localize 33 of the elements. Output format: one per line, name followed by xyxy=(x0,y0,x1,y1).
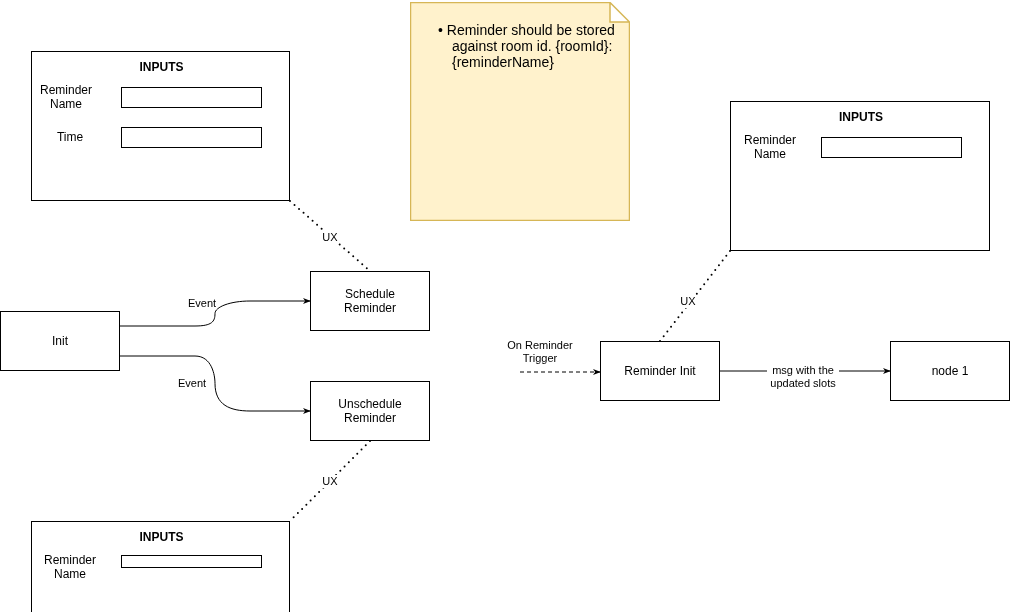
input-panel xyxy=(31,51,290,201)
arrow xyxy=(119,355,311,415)
process-box xyxy=(310,271,430,331)
edge-label: UX xyxy=(322,474,338,488)
panel-heading: INPUTS xyxy=(138,530,185,544)
input-panel xyxy=(730,101,990,251)
panel-heading: INPUTS xyxy=(138,60,185,74)
box-label: Reminder Init xyxy=(624,364,696,378)
field-label: Time xyxy=(55,130,85,144)
box-label: node 1 xyxy=(931,364,969,378)
process-box xyxy=(0,311,120,371)
arrow xyxy=(119,297,311,327)
input-panel xyxy=(31,521,290,612)
process-box xyxy=(600,341,720,401)
note-text: • Reminder should be stored against room id. {roomId}:{reminderName} xyxy=(438,22,616,70)
process-box xyxy=(310,381,430,441)
field-label: Reminder Name xyxy=(39,83,93,111)
edge-label: Event xyxy=(187,296,217,310)
field-label: Reminder Name xyxy=(743,133,797,161)
box-label: Unschedule Reminder xyxy=(337,397,403,425)
dotted-connector xyxy=(289,200,371,272)
dashed-arrow xyxy=(519,368,601,376)
edge-label: Event xyxy=(177,376,207,390)
process-box xyxy=(890,341,1010,401)
edge-label: UX xyxy=(680,294,696,308)
edge-label: msg with the updated slots xyxy=(767,364,839,390)
edge-label: UX xyxy=(322,230,338,244)
edge-label: On Reminder Trigger xyxy=(506,339,574,365)
panel-heading: INPUTS xyxy=(838,110,884,124)
box-label: Init xyxy=(52,334,68,348)
field-label: Reminder Name xyxy=(43,553,97,581)
note-card xyxy=(410,2,630,221)
box-label: Schedule Reminder xyxy=(343,287,397,315)
